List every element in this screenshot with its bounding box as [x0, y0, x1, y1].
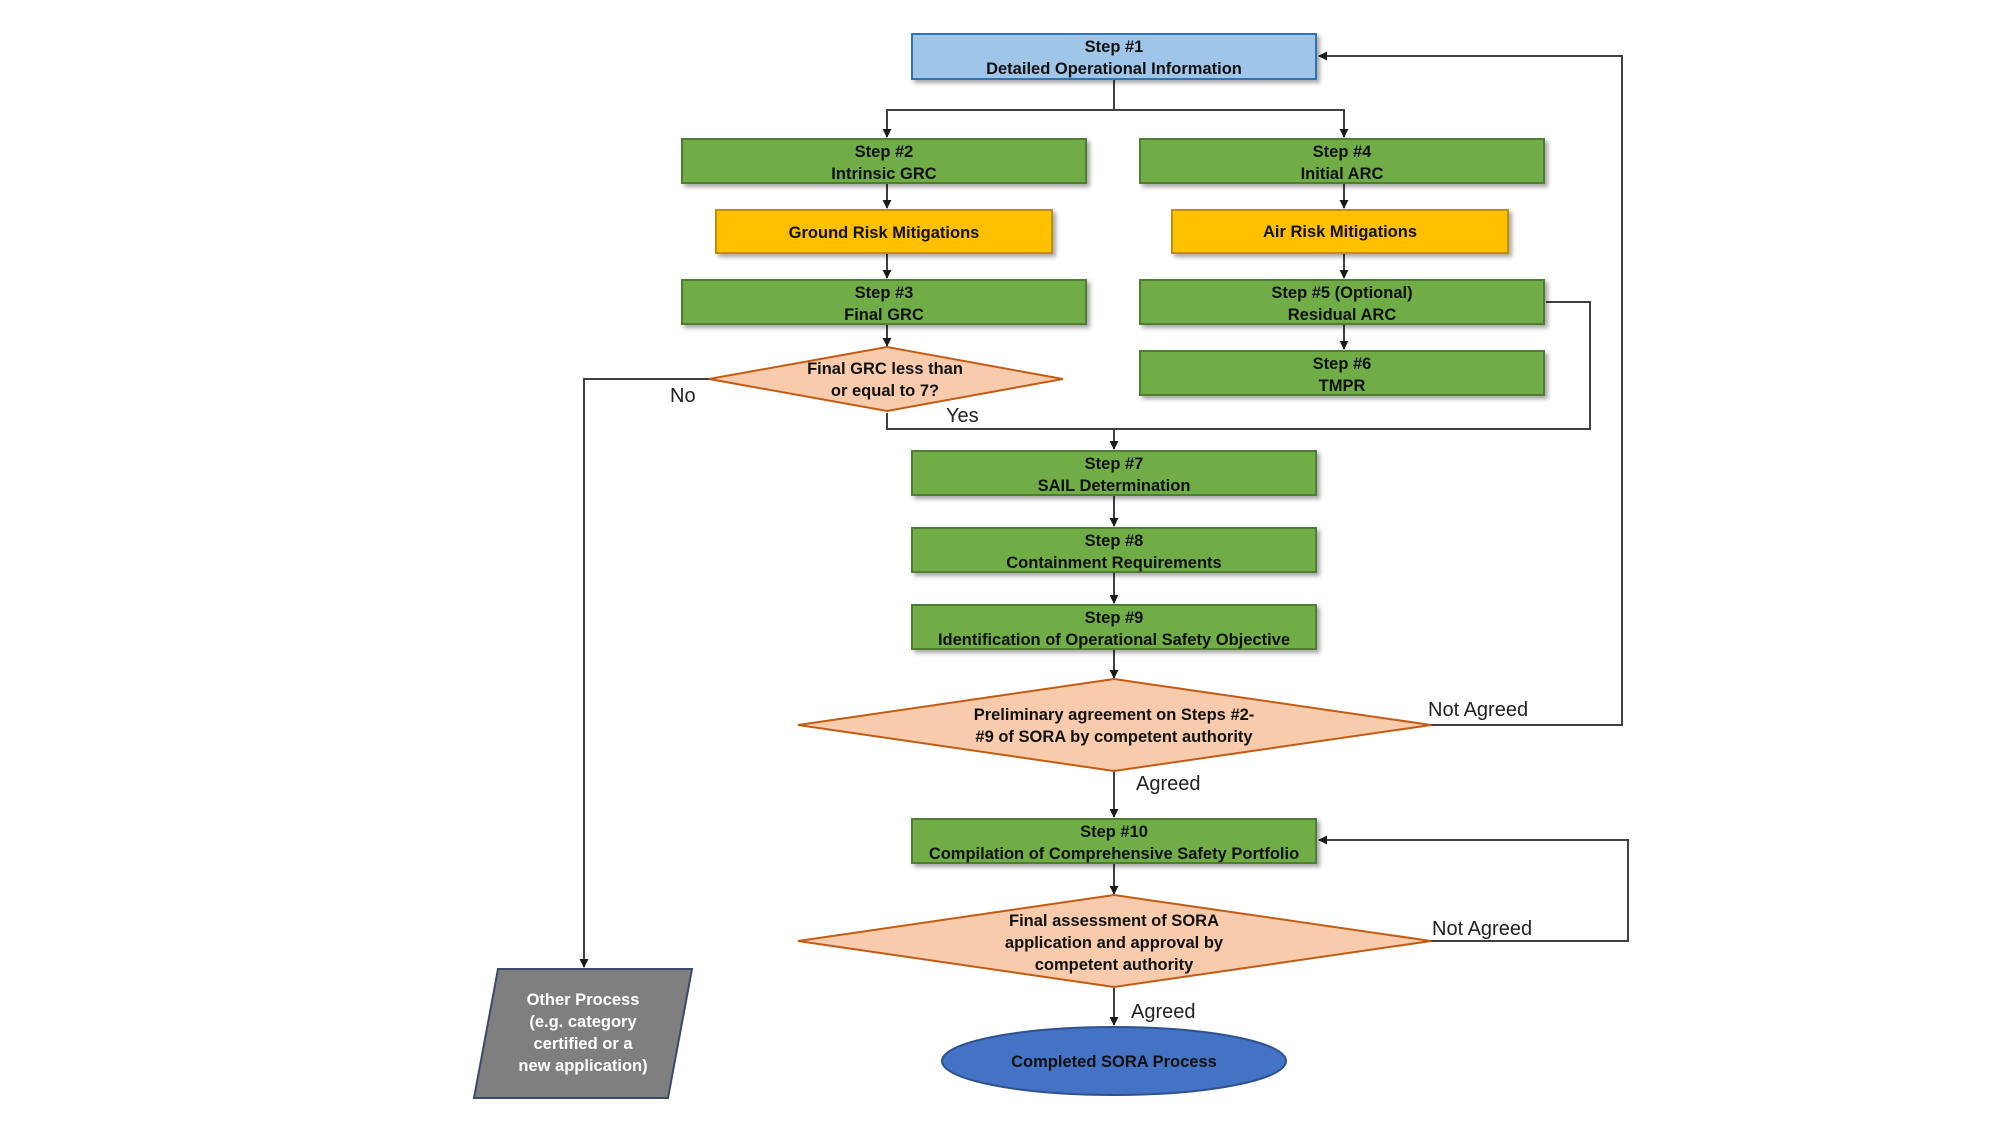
- step-7-line-1: Step #7: [1085, 455, 1144, 473]
- step-10-line-1: Step #10: [1080, 823, 1148, 841]
- decision-preliminary-line-2: #9 of SORA by competent authority: [975, 728, 1253, 746]
- step-7-line-2: SAIL Determination: [1038, 477, 1191, 495]
- edge-no: [579, 378, 709, 968]
- step-1-line-1: Step #1: [1085, 38, 1144, 56]
- connectors: [579, 51, 1629, 1026]
- completed-sora-process: Completed SORA Process: [941, 1026, 1287, 1096]
- edge-step1-split: [882, 80, 1115, 138]
- step-7-box: Step #7 SAIL Determination: [911, 450, 1317, 496]
- step-8-line-2: Containment Requirements: [1006, 554, 1221, 572]
- air-risk-mitigations-label: Air Risk Mitigations: [1263, 223, 1417, 241]
- step-2-box: Step #2 Intrinsic GRC: [681, 138, 1087, 184]
- step-10-line-2: Compilation of Comprehensive Safety Port…: [929, 845, 1299, 863]
- step-9-line-2: Identification of Operational Safety Obj…: [938, 631, 1290, 649]
- decision-preliminary-agreement: Preliminary agreement on Steps #2- #9 of…: [797, 677, 1432, 773]
- step-6-line-2: TMPR: [1319, 377, 1366, 395]
- edge-split-step4: [1114, 109, 1349, 138]
- step-3-box: Step #3 Final GRC: [681, 279, 1087, 325]
- other-process-line-3: certified or a: [533, 1035, 633, 1053]
- decision-final-assessment-line-3: competent authority: [1035, 956, 1194, 974]
- other-process-line-4: new application): [518, 1057, 647, 1075]
- step-1-box: Step #1 Detailed Operational Information: [911, 33, 1317, 80]
- edge-not-agreed-1: [1318, 51, 1623, 726]
- step-3-line-1: Step #3: [855, 284, 914, 302]
- ground-risk-mitigations-label: Ground Risk Mitigations: [789, 224, 980, 242]
- edge-step5-to-step7: [1114, 301, 1591, 430]
- decision-final-grc-line-1: Final GRC less than: [807, 360, 963, 378]
- ground-risk-mitigations-box: Ground Risk Mitigations: [715, 209, 1053, 254]
- edge-label-agreed-1: Agreed: [1136, 773, 1201, 795]
- other-process-line-2: (e.g. category: [529, 1013, 637, 1031]
- decision-final-assessment-line-2: application and approval by: [1005, 934, 1224, 952]
- decision-final-assessment-line-1: Final assessment of SORA: [1009, 912, 1219, 930]
- edge-label-not-agreed-2: Not Agreed: [1432, 918, 1532, 940]
- completed-sora-process-label: Completed SORA Process: [1011, 1053, 1217, 1071]
- step-2-line-1: Step #2: [855, 143, 914, 161]
- step-10-box: Step #10 Compilation of Comprehensive Sa…: [911, 818, 1317, 864]
- step-6-box: Step #6 TMPR: [1139, 350, 1545, 396]
- air-risk-mitigations-box: Air Risk Mitigations: [1171, 209, 1509, 254]
- edge-label-yes: Yes: [946, 405, 979, 427]
- step-5-box: Step #5 (Optional) Residual ARC: [1139, 279, 1545, 325]
- step-9-line-1: Step #9: [1085, 609, 1144, 627]
- other-process-line-1: Other Process: [527, 991, 640, 1009]
- decision-preliminary-line-1: Preliminary agreement on Steps #2-: [974, 706, 1255, 724]
- step-9-box: Step #9 Identification of Operational Sa…: [911, 604, 1317, 650]
- step-1-line-2: Detailed Operational Information: [986, 60, 1242, 78]
- step-8-line-1: Step #8: [1085, 532, 1144, 550]
- step-2-line-2: Intrinsic GRC: [831, 165, 937, 183]
- step-4-box: Step #4 Initial ARC: [1139, 138, 1545, 184]
- step-4-line-2: Initial ARC: [1301, 165, 1384, 183]
- step-6-line-1: Step #6: [1313, 355, 1372, 373]
- decision-final-grc-line-2: or equal to 7?: [831, 382, 939, 400]
- step-3-line-2: Final GRC: [844, 306, 924, 324]
- decision-final-assessment: Final assessment of SORA application and…: [797, 893, 1432, 989]
- other-process: Other Process (e.g. category certified o…: [472, 968, 694, 1099]
- decision-final-grc: Final GRC less than or equal to 7?: [708, 345, 1064, 413]
- step-4-line-1: Step #4: [1313, 143, 1373, 161]
- step-5-line-2: Residual ARC: [1288, 306, 1397, 324]
- edge-label-agreed-2: Agreed: [1131, 1001, 1196, 1023]
- step-5-line-1: Step #5 (Optional): [1271, 284, 1412, 302]
- edge-yes: [886, 413, 1119, 450]
- edge-label-not-agreed-1: Not Agreed: [1428, 699, 1528, 721]
- step-8-box: Step #8 Containment Requirements: [911, 527, 1317, 573]
- edge-not-agreed-2: [1318, 835, 1629, 942]
- edge-label-no: No: [670, 385, 696, 407]
